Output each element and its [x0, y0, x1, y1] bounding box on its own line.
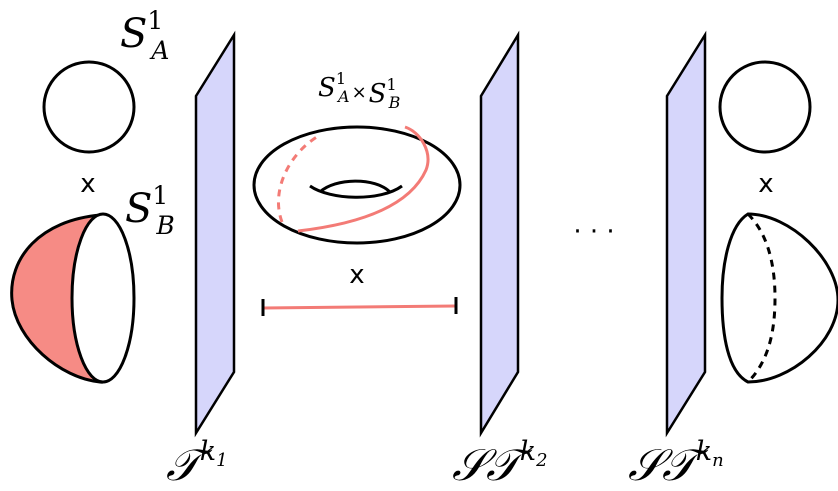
plane-st-k2: [479, 30, 520, 438]
label-plane-2: 𝒮𝒯k2: [452, 436, 548, 491]
ellipsis-dots: · · ·: [573, 217, 614, 247]
plane-t-k1: [194, 30, 236, 438]
torus-hole-upper: [318, 179, 392, 194]
times-left: x: [80, 169, 95, 199]
interval-segment: [262, 304, 457, 310]
times-middle: x: [349, 260, 364, 290]
right-half-ball-dashed-edge: [746, 212, 777, 384]
torus-dashed-cycle: [276, 133, 321, 223]
torus-hole-lower: [309, 184, 403, 199]
label-plane-3: 𝒮𝒯kn: [628, 436, 724, 491]
right-half-ball-outline: [720, 212, 838, 384]
circle-s-a: [42, 60, 136, 154]
torus-red-cycle: [297, 125, 430, 233]
disk-boundary-ellipse: [70, 212, 136, 384]
label-plane-1: 𝒯k1: [166, 436, 228, 491]
torus-outline: [252, 125, 462, 245]
circle-right: [718, 60, 812, 154]
times-right: x: [758, 169, 773, 199]
plane-st-kn: [665, 30, 707, 438]
